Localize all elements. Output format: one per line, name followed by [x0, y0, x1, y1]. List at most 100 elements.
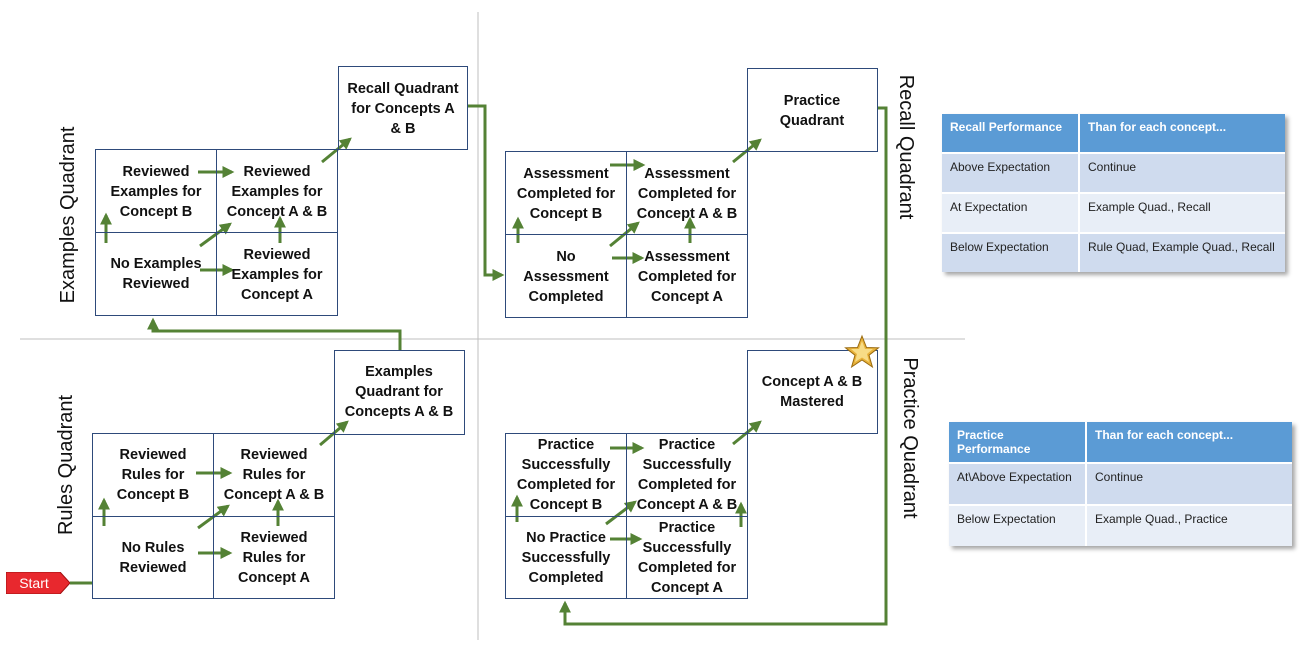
- label-line: Reviewed: [244, 247, 311, 263]
- label-line: No Practice: [526, 530, 606, 546]
- arrow: [605, 500, 637, 526]
- label-line: for Concepts A: [351, 101, 455, 117]
- label-line: Concept A & B: [762, 374, 862, 390]
- label-line: Completed for: [517, 186, 616, 202]
- label-line: Concept B: [530, 497, 603, 513]
- arrow: [321, 137, 352, 164]
- table-cell: At\Above Expectation: [949, 462, 1087, 504]
- recall-quadrant-label: Recall Quadrant: [895, 75, 917, 220]
- table-cell: Continue: [1080, 152, 1285, 192]
- practice-exit-label: Concept A & B Mastered: [762, 374, 862, 410]
- table-row: At\Above Expectation Continue: [949, 462, 1292, 504]
- label-line: Reviewed: [120, 560, 187, 576]
- label-line: Rules for: [243, 550, 306, 566]
- label-line: Completed for: [638, 186, 737, 202]
- rules-exit-box: [334, 350, 465, 435]
- label-line: Successfully: [522, 550, 611, 566]
- label-line: Practice: [659, 520, 715, 536]
- label-line: Concept B: [530, 206, 603, 222]
- label-line: Reviewed: [244, 164, 311, 180]
- label-line: Concepts A & B: [345, 404, 454, 420]
- label-line: Completed for: [638, 560, 737, 576]
- connector-practice-quadrant-to-practice: [559, 106, 888, 626]
- table-header: Than for each concept...: [1080, 114, 1285, 152]
- table-cell: At Expectation: [942, 192, 1080, 232]
- table-cell: Above Expectation: [942, 152, 1080, 192]
- label-line: Concept A & B: [224, 487, 324, 503]
- table-row: Below Expectation Example Quad., Practic…: [949, 504, 1292, 546]
- table-cell: Example Quad., Recall: [1080, 192, 1285, 232]
- label-line: No Examples: [110, 256, 201, 272]
- label-line: Rules for: [122, 467, 185, 483]
- label-line: Practice: [784, 93, 840, 109]
- label-line: Reviewed: [120, 447, 187, 463]
- label-line: Practice: [538, 437, 594, 453]
- label-line: Recall Quadrant: [347, 81, 458, 97]
- connector-recall-to-assessment: [467, 104, 505, 281]
- label-line: Completed for: [638, 477, 737, 493]
- table-cell: Rule Quad, Example Quad., Recall: [1080, 232, 1285, 272]
- rules-quadrant-label: Rules Quadrant: [55, 395, 77, 536]
- label-line: Assessment: [523, 269, 609, 285]
- label-line: Concept A: [651, 289, 723, 305]
- label-line: Examples: [365, 364, 433, 380]
- label-line: Assessment: [644, 166, 730, 182]
- label-line: Concept A: [241, 287, 313, 303]
- table-row: Above Expectation Continue: [942, 152, 1285, 192]
- label-line: Successfully: [643, 457, 732, 473]
- table-row: At Expectation Example Quad., Recall: [942, 192, 1285, 232]
- examples-exit-box: [338, 66, 468, 150]
- table-header: Recall Performance: [942, 114, 1080, 152]
- table-row: Below Expectation Rule Quad, Example Qua…: [942, 232, 1285, 272]
- label-line: Examples for: [231, 184, 322, 200]
- label-line: & B: [391, 121, 416, 137]
- practice-quadrant-label: Practice Quadrant: [899, 357, 921, 519]
- label-line: Rules for: [243, 467, 306, 483]
- label-line: Mastered: [780, 394, 844, 410]
- label-line: Examples for: [231, 267, 322, 283]
- label-line: Successfully: [522, 457, 611, 473]
- label-line: Concept A & B: [637, 497, 737, 513]
- practice-performance-table: Practice Performance Than for each conce…: [949, 422, 1292, 546]
- label-line: Concept A & B: [637, 206, 737, 222]
- label-line: Practice: [659, 437, 715, 453]
- table-header: Than for each concept...: [1087, 422, 1292, 462]
- label-line: Reviewed: [241, 447, 308, 463]
- examples-exit-label: Recall Quadrant for Concepts A & B: [347, 81, 458, 137]
- label-line: Reviewed: [123, 164, 190, 180]
- table-cell: Continue: [1087, 462, 1292, 504]
- examples-quadrant-label: Examples Quadrant: [57, 126, 79, 303]
- label-line: Concept A & B: [227, 204, 327, 220]
- recall-performance-table: Recall Performance Than for each concept…: [942, 114, 1285, 272]
- label-line: Quadrant for: [355, 384, 443, 400]
- label-line: Assessment: [644, 249, 730, 265]
- label-line: Completed: [529, 570, 604, 586]
- recall-exit-box: [747, 68, 878, 152]
- star-icon: [844, 334, 880, 369]
- label-line: Concept B: [120, 204, 193, 220]
- start-marker: Start: [5, 571, 71, 595]
- table-header-row: Practice Performance Than for each conce…: [949, 422, 1292, 462]
- table-header-row: Recall Performance Than for each concept…: [942, 114, 1285, 152]
- label-line: Completed for: [638, 269, 737, 285]
- label-line: Quadrant: [780, 113, 845, 129]
- label-line: Completed: [529, 289, 604, 305]
- label-line: Concept A: [651, 580, 723, 596]
- label-line: Assessment: [523, 166, 609, 182]
